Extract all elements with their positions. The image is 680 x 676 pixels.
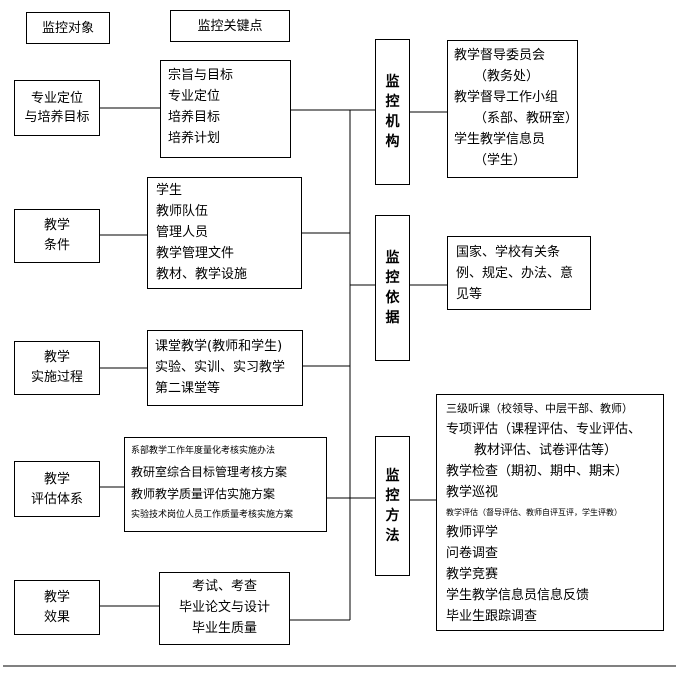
monitor-basis-box: 监 控 依 据 bbox=[375, 215, 410, 361]
detail-basis-line: 国家、学校有关条 bbox=[456, 245, 561, 260]
keypoint-line: 教材、教学设施 bbox=[156, 267, 248, 282]
object-line: 评估体系 bbox=[30, 492, 83, 507]
keypoint-line: 考试、考查 bbox=[191, 579, 257, 594]
monitor-org-char: 控 bbox=[385, 94, 400, 110]
object-line: 专业定位 bbox=[30, 91, 83, 106]
keypoint-line: 培养目标 bbox=[168, 110, 221, 125]
keypoint-line: 学生 bbox=[156, 183, 183, 198]
detail-org-line: （学生） bbox=[474, 153, 527, 168]
detail-method-line: 教材评估、试卷评估等） bbox=[474, 443, 618, 458]
detail-method-line: 问卷调查 bbox=[446, 546, 499, 561]
detail-org-line: 学生教学信息员 bbox=[454, 132, 546, 147]
detail-method-box: 三级听课（校领导、中层干部、教师） 专项评估（课程评估、专业评估、 教材评估、试… bbox=[436, 394, 664, 631]
header-keypoint-box: 监控关键点 bbox=[170, 10, 290, 42]
monitor-method-box: 监 控 方 法 bbox=[375, 436, 410, 576]
detail-method-line: 教学评估（督导评估、教师自评互评，学生评教） bbox=[446, 508, 622, 517]
keypoint-line: 培养计划 bbox=[168, 131, 221, 146]
detail-basis-line: 见等 bbox=[456, 287, 483, 302]
detail-method-line: 教学检查（期初、期中、期末） bbox=[446, 464, 629, 479]
monitor-org-char: 机 bbox=[385, 114, 400, 130]
keypoint-line: 毕业生质量 bbox=[191, 621, 257, 636]
keypoint-line: 实验技术岗位人员工作质量考核实施方案 bbox=[131, 510, 294, 520]
object-line: 条件 bbox=[43, 238, 70, 253]
object-box-conditions: 教学 条件 bbox=[14, 209, 100, 263]
header-keypoint-label: 监控关键点 bbox=[197, 19, 263, 34]
monitor-method-char: 监 bbox=[385, 468, 400, 484]
object-box-evaluation: 教学 评估体系 bbox=[14, 461, 100, 517]
detail-org-line: 教学督导委员会 bbox=[454, 48, 546, 63]
keypoint-box-process: 课堂教学(教师和学生) 实验、实训、实习教学 第二课堂等 bbox=[147, 330, 303, 406]
header-object-box: 监控对象 bbox=[26, 12, 110, 44]
detail-method-line: 毕业生跟踪调查 bbox=[446, 609, 538, 624]
object-line: 教学 bbox=[43, 590, 70, 605]
detail-method-line: 专项评估（课程评估、专业评估、 bbox=[446, 422, 642, 437]
keypoint-line: 教研室综合目标管理考核方案 bbox=[131, 465, 288, 479]
detail-method-line: 三级听课（校领导、中层干部、教师） bbox=[446, 402, 633, 415]
detail-basis-box: 国家、学校有关条 例、规定、办法、意 见等 bbox=[447, 236, 591, 310]
detail-method-line: 教学竞赛 bbox=[446, 567, 499, 582]
detail-method-line: 教学巡视 bbox=[446, 485, 499, 500]
detail-org-line: （系部、教研室） bbox=[474, 111, 579, 126]
detail-org-line: （教务处） bbox=[474, 69, 540, 84]
object-box-process: 教学 实施过程 bbox=[14, 341, 100, 395]
monitor-basis-char: 监 bbox=[385, 250, 400, 266]
keypoint-line: 实验、实训、实习教学 bbox=[155, 360, 286, 375]
keypoint-line: 教师队伍 bbox=[156, 204, 209, 219]
object-box-outcome: 教学 效果 bbox=[14, 580, 100, 635]
keypoint-line: 系部教学工作年度量化考核实施办法 bbox=[131, 446, 276, 456]
keypoint-box-positioning: 宗旨与目标 专业定位 培养目标 培养计划 bbox=[160, 60, 291, 158]
header-object-label: 监控对象 bbox=[41, 21, 94, 36]
object-line: 实施过程 bbox=[30, 370, 83, 385]
monitor-org-char: 监 bbox=[385, 74, 400, 90]
keypoint-line: 宗旨与目标 bbox=[168, 68, 234, 83]
monitor-method-char: 方 bbox=[385, 508, 400, 524]
keypoint-box-evaluation: 系部教学工作年度量化考核实施办法 教研室综合目标管理考核方案 教师教学质量评估实… bbox=[124, 437, 327, 532]
detail-org-box: 教学督导委员会 （教务处） 教学督导工作小组 （系部、教研室） 学生教学信息员 … bbox=[447, 40, 578, 178]
detail-method-line: 教师评学 bbox=[446, 525, 499, 540]
object-line: 与培养目标 bbox=[24, 110, 90, 125]
keypoint-line: 毕业论文与设计 bbox=[178, 600, 270, 615]
monitor-method-char: 法 bbox=[385, 528, 400, 544]
keypoint-line: 管理人员 bbox=[156, 225, 209, 240]
object-box-positioning: 专业定位 与培养目标 bbox=[14, 80, 100, 136]
keypoint-box-conditions: 学生 教师队伍 管理人员 教学管理文件 教材、教学设施 bbox=[147, 177, 302, 289]
keypoint-line: 课堂教学(教师和学生) bbox=[155, 339, 283, 354]
keypoint-line: 教学管理文件 bbox=[156, 246, 235, 261]
keypoint-box-outcome: 考试、考查 毕业论文与设计 毕业生质量 bbox=[159, 572, 290, 645]
object-line: 教学 bbox=[43, 218, 70, 233]
keypoint-line: 专业定位 bbox=[168, 89, 221, 104]
monitor-basis-char: 据 bbox=[385, 310, 400, 326]
object-line: 效果 bbox=[43, 610, 70, 625]
monitor-method-char: 控 bbox=[385, 488, 400, 504]
object-line: 教学 bbox=[43, 350, 70, 365]
monitor-basis-char: 控 bbox=[385, 270, 400, 286]
keypoint-line: 教师教学质量评估实施方案 bbox=[131, 487, 276, 501]
detail-method-line: 学生教学信息员信息反馈 bbox=[446, 588, 590, 603]
detail-org-line: 教学督导工作小组 bbox=[454, 90, 559, 105]
monitor-org-box: 监 控 机 构 bbox=[375, 39, 410, 185]
object-line: 教学 bbox=[43, 472, 70, 487]
monitor-basis-char: 依 bbox=[385, 290, 400, 306]
monitor-org-char: 构 bbox=[385, 134, 400, 150]
keypoint-line: 第二课堂等 bbox=[155, 381, 221, 396]
detail-basis-line: 例、规定、办法、意 bbox=[456, 266, 574, 281]
